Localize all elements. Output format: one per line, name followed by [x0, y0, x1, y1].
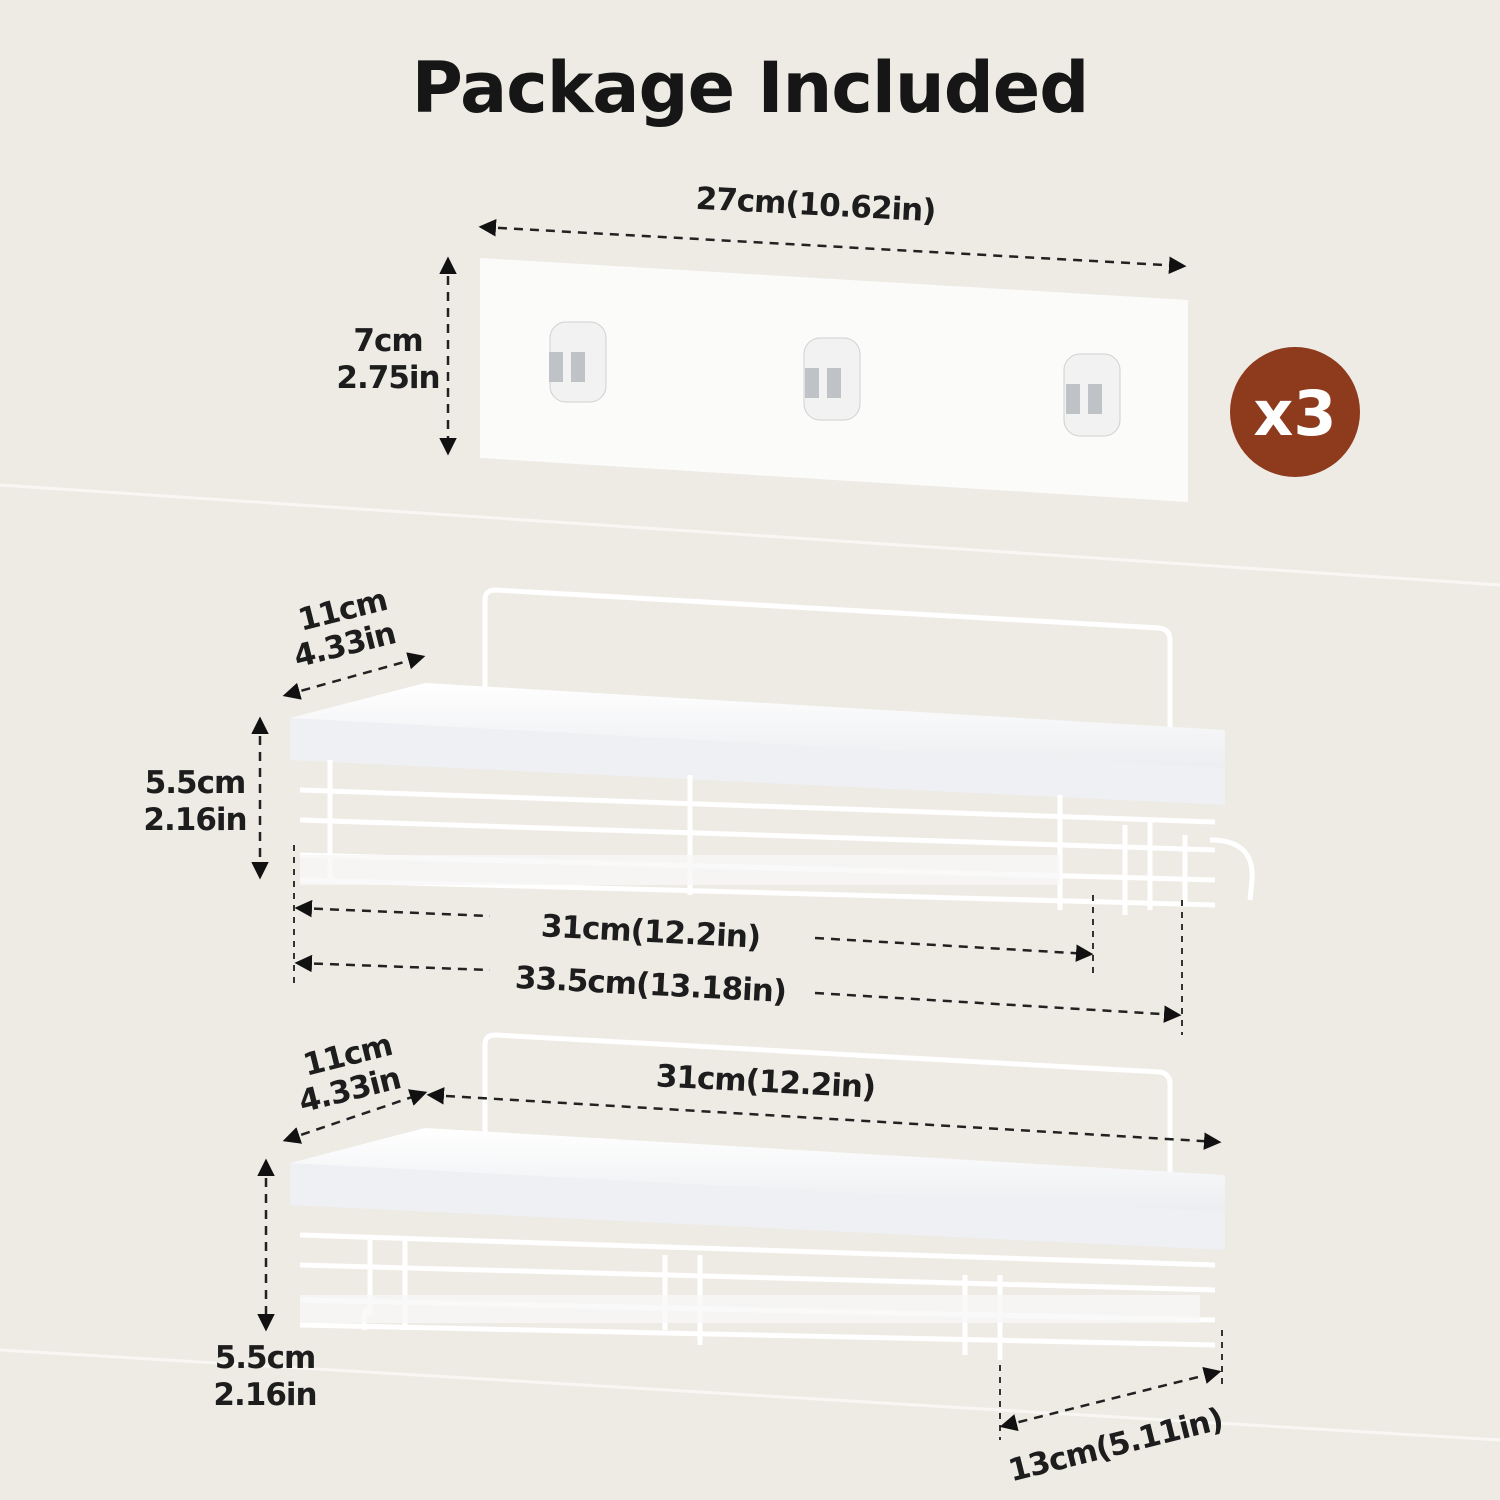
shelf-top-total-width: 33.5cm(13.18in): [514, 960, 787, 1010]
shelf-top-height-cm: 5.5cm: [145, 765, 246, 801]
inner-width-arrow-right: [814, 936, 1094, 962]
total-width-arrow-right: [814, 991, 1182, 1023]
inner-width-arrow-left: [294, 899, 491, 918]
plate-height-cm: 7cm: [353, 323, 422, 359]
quantity-badge: x3: [1230, 347, 1360, 477]
page-title: Package Included: [412, 47, 1089, 129]
plate-width-label: 27cm(10.62in): [695, 181, 936, 230]
depth-dimension-arrow: [282, 652, 426, 700]
hook-span-arrow: [999, 1366, 1222, 1432]
wall-line: [0, 1348, 1500, 1442]
shelf-bottom-hook-span: 13cm(5.11in): [1005, 1401, 1227, 1489]
shelf-top-height-in: 2.16in: [143, 802, 246, 838]
shelf-bottom: [290, 1032, 1225, 1360]
shelf-bottom-height-in: 2.16in: [213, 1377, 316, 1413]
depth-dimension-arrow: [282, 1089, 428, 1144]
width-dimension-arrow: [478, 219, 1187, 274]
shelf-bottom-width: 31cm(12.2in): [655, 1058, 876, 1105]
total-width-arrow-left: [294, 954, 491, 973]
width-dimension-arrow: [426, 1087, 1222, 1150]
shelf-top-inner-width: 31cm(12.2in): [540, 908, 761, 955]
adhesive-plate: [480, 258, 1188, 502]
svg-text:x3: x3: [1253, 377, 1336, 450]
wall-line: [0, 483, 1500, 587]
adhesive-hook: [1063, 353, 1121, 437]
adhesive-hook: [803, 337, 861, 421]
plate-height-in: 2.75in: [336, 360, 439, 396]
shelf-top: [290, 587, 1255, 915]
shelf-bottom-height-cm: 5.5cm: [215, 1340, 316, 1376]
adhesive-hook: [549, 321, 607, 403]
